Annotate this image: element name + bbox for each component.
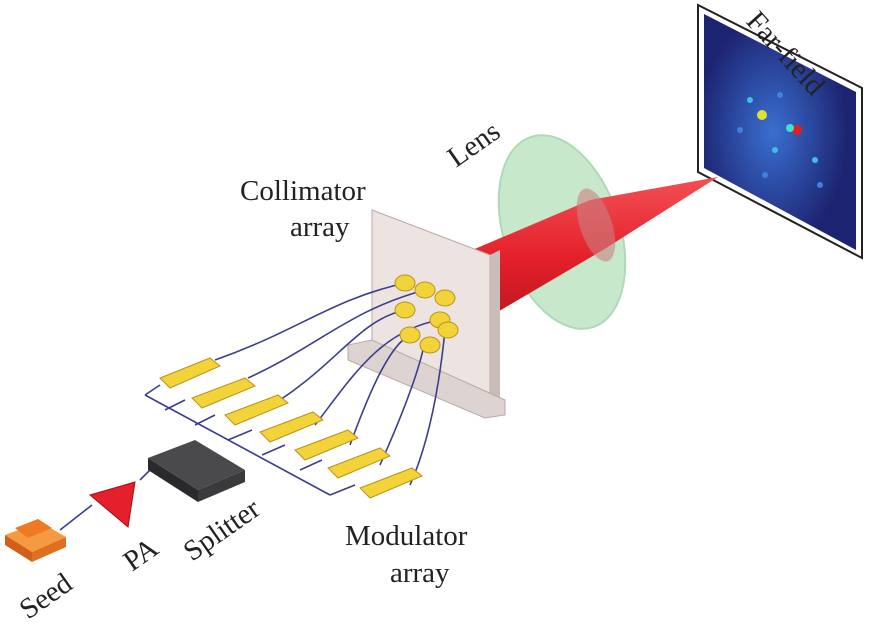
- seed-label: Seed: [14, 567, 79, 626]
- collimator-label-line2: array: [290, 211, 350, 243]
- pa-amplifier: [88, 481, 136, 528]
- collimator-label-line1: Collimator: [240, 175, 366, 207]
- pa-label: PA: [118, 532, 165, 578]
- seed-fiber: [59, 504, 93, 531]
- collimator-array: [394, 274, 459, 354]
- splitter: [148, 440, 245, 502]
- far-field-speckle: [737, 92, 823, 188]
- modulator-label-line1: Modulator: [345, 520, 468, 552]
- far-field-screen: Far-field: [697, 3, 863, 260]
- collimator-plate: [347, 209, 506, 419]
- lens-label: Lens: [442, 115, 507, 174]
- seed-laser: [5, 519, 66, 562]
- laser-beam: [430, 177, 718, 340]
- splitter-label: Splitter: [178, 492, 267, 567]
- modulator-array: [159, 357, 423, 499]
- modulator-label-line2: array: [390, 557, 450, 589]
- fibers: [139, 282, 446, 496]
